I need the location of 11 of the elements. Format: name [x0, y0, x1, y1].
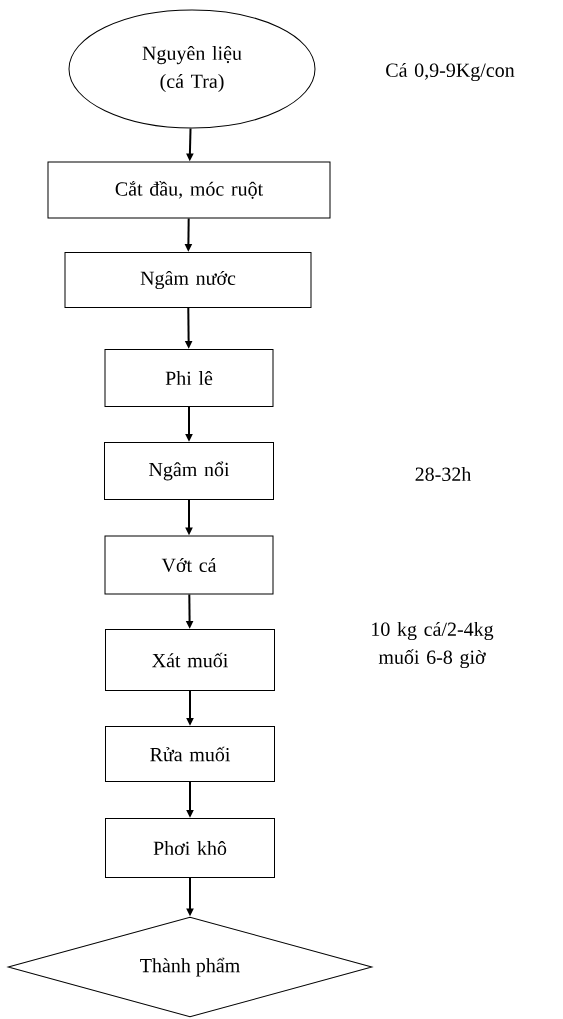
process-box: Phi lê — [104, 349, 274, 407]
process-box: Cắt đầu, móc ruột — [47, 161, 331, 219]
process-box: Phơi khô — [105, 818, 275, 878]
process-box: Xát muối — [105, 629, 275, 691]
process-box: Vớt cá — [104, 535, 274, 595]
process-box: Ngâm nước — [64, 252, 312, 308]
process-box: Ngâm nổi — [104, 442, 274, 500]
note-text: 28-32h — [415, 466, 472, 482]
process-box: Rửa muối — [105, 726, 275, 782]
note-text: 10 kg cá/2-4kg muối 6-8 giờ — [372, 621, 494, 669]
note-text: Cá 0,9-9Kg/con — [386, 62, 515, 82]
